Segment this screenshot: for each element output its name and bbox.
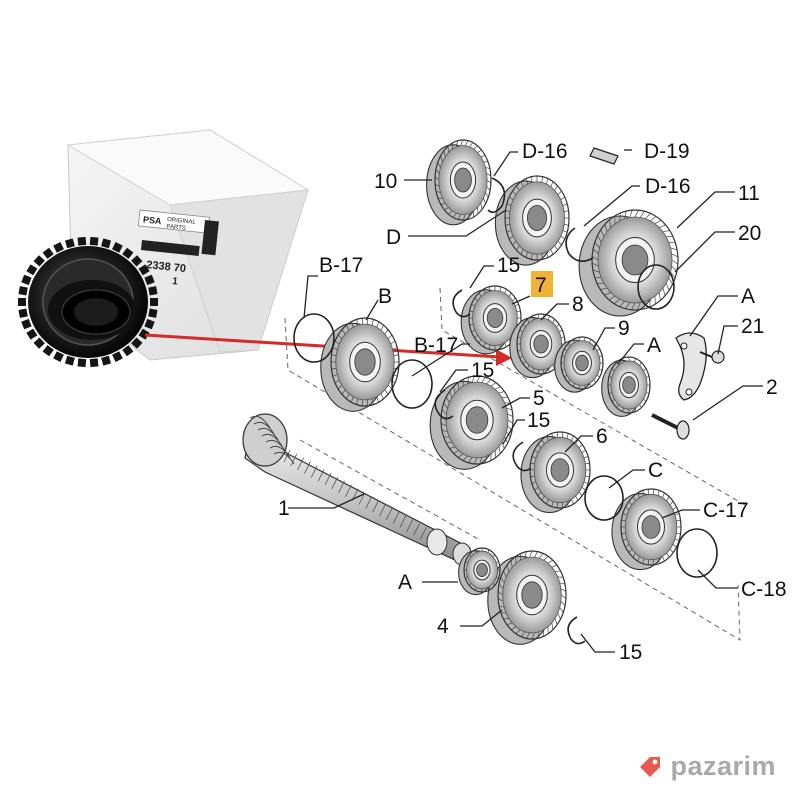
label-6: 6 [596,425,608,448]
label-a1: A [741,285,755,308]
label-d: D [386,226,401,249]
main-shaft [242,413,472,566]
photo-gear [18,236,158,368]
label-11: 11 [738,182,760,205]
synchro-d [494,175,570,266]
price-tag-icon [640,756,661,777]
screw-21 [699,350,725,364]
synchro-b [320,317,400,412]
bearing-a-lower [458,547,501,596]
gear-6 [520,431,591,514]
box-brand: PSA [143,214,163,226]
gear-9 [554,336,604,393]
box-quantity: 1 [172,276,179,288]
gear-5 [429,375,514,470]
snap-ring-d16b [565,227,594,262]
box-brand-line2: PARTS [166,224,186,232]
label-a3: A [398,571,412,594]
snap-rings [293,177,718,645]
label-9: 9 [618,317,630,340]
label-15a: 15 [497,254,520,277]
label-10: 10 [374,170,397,193]
label-15d: 15 [619,641,642,664]
label-d16a: D-16 [522,140,568,163]
label-c17: C-17 [703,499,749,522]
label-c: C [648,459,663,482]
label-15c: 15 [527,409,550,432]
label-c18: C-18 [741,578,787,601]
label-a2: A [647,334,661,357]
snap-ring-d16a [487,177,506,214]
label-15b: 15 [471,359,494,382]
ring-20 [637,264,675,310]
snap-ring-15b [434,389,454,420]
gear-10 [426,139,492,226]
bearing-a-upper [601,356,651,417]
highlight-badge-7 [531,271,553,297]
label-1: 1 [278,497,290,520]
label-5: 5 [533,387,545,410]
label-2: 2 [766,376,778,399]
label-20: 20 [738,222,761,245]
box-label: PSA ORIGINAL PARTS 2338 70 1 [137,209,219,288]
bolt-2 [651,413,690,440]
ring-c [584,475,624,521]
box-barcode [201,219,219,256]
gear-8 [509,313,566,379]
gear-7 [460,285,522,355]
snap-ring-15c [512,441,532,472]
key-d19 [589,147,619,165]
label-8: 8 [572,293,584,316]
watermark-text: pazarim [670,751,776,781]
retainer-plate-a [675,332,707,401]
highlight-arrow [144,333,512,366]
snap-ring-15d [567,616,586,645]
box-part-number: 2338 70 [146,259,187,275]
ring-b17a [293,313,335,363]
box-barcode-strip [140,239,200,257]
assembly-guide-lines [284,287,746,641]
label-21: 21 [741,315,764,338]
label-7: 7 [535,274,547,297]
leader-lines [288,149,763,653]
callout-labels: 10 D-16 D-19 D-16 D 11 20 B-17 B 15 7 8 … [278,140,787,664]
gear-11 [578,209,679,317]
label-4: 4 [437,615,449,638]
snap-ring-15a [452,289,471,318]
ring-b17b [391,359,433,409]
box-brand-line1: ORIGINAL [167,217,197,226]
ring-c18 [676,528,718,578]
label-d19: D-19 [644,140,690,163]
watermark: pazarim [636,751,776,782]
label-b: B [378,285,392,308]
synchro-c [611,488,682,571]
gear-4 [487,550,567,645]
label-b17b: B-17 [414,334,458,357]
label-b17a: B-17 [319,254,363,277]
label-d16b: D-16 [645,175,691,198]
